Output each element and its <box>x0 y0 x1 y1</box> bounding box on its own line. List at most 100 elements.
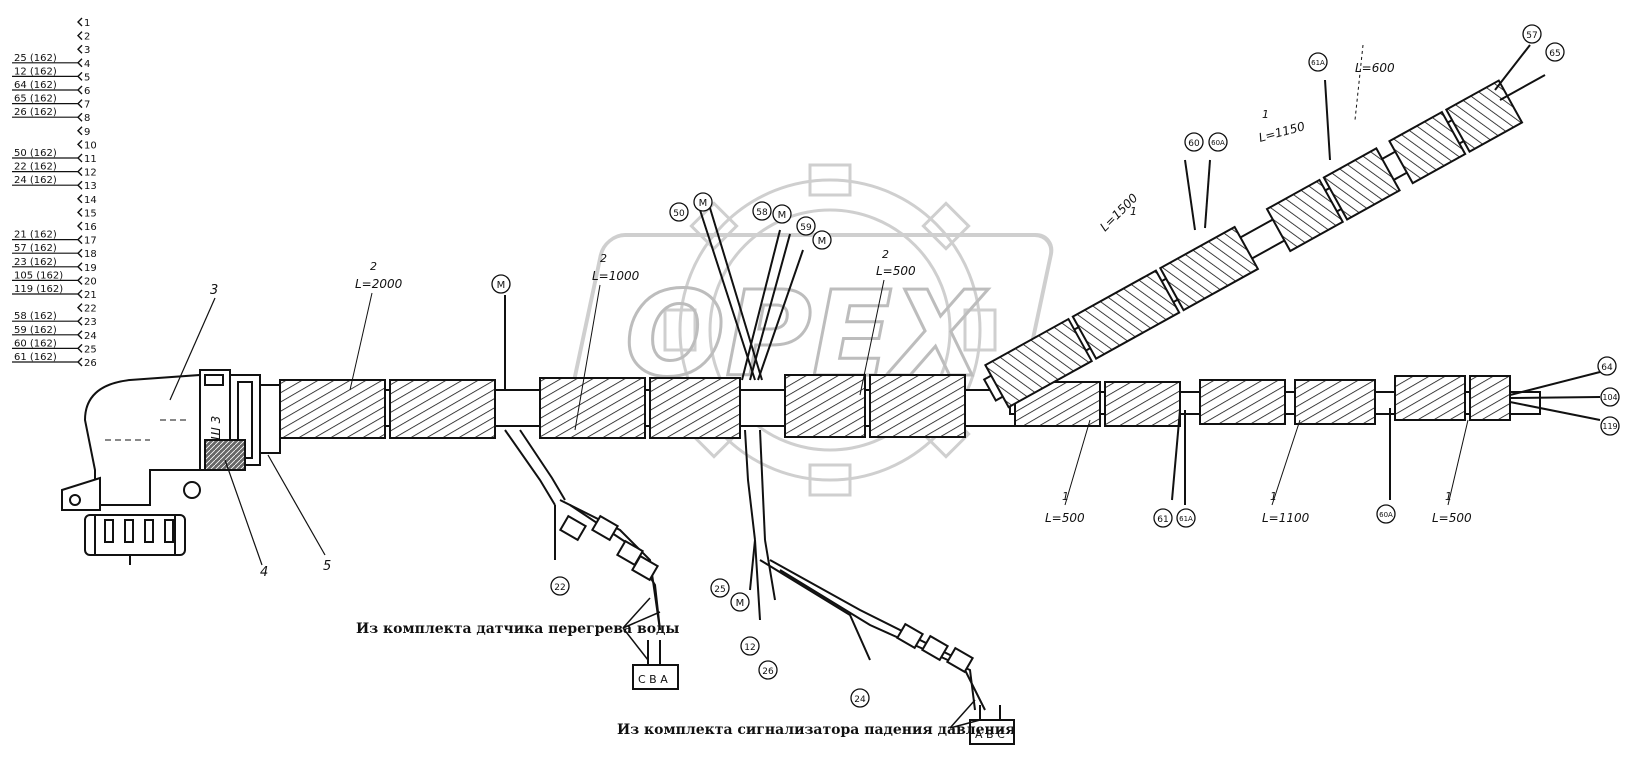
svg-text:119: 119 <box>1602 422 1617 431</box>
pin-row: 15 <box>77 207 97 219</box>
pin-row: 765 (162) <box>12 94 90 111</box>
caption-water-text: Из комплекта датчика перегрева воды <box>356 621 679 637</box>
pin-number: 21 <box>84 290 97 301</box>
pin-number: 23 <box>84 317 97 328</box>
wire-tag: 60А <box>1208 132 1228 152</box>
svg-text:М: М <box>736 598 745 609</box>
insulation-sleeve <box>869 374 966 438</box>
svg-text:58: 58 <box>756 208 768 218</box>
caption-pressure-text: Из комплекта сигнализатора падения давле… <box>617 722 1016 738</box>
section-5-pos: 1 <box>1262 108 1269 121</box>
pressure-sensor-sleeves <box>895 622 975 674</box>
section-1-len: L=2000 <box>355 277 403 291</box>
pin-wire-label: 12 (162) <box>14 66 57 77</box>
svg-text:12: 12 <box>744 643 755 653</box>
svg-text:М: М <box>497 280 506 291</box>
insulation-sleeve <box>279 379 386 439</box>
pin-row: 2 <box>77 31 90 43</box>
section-2-len: L=1000 <box>592 269 640 283</box>
pin-number: 4 <box>84 59 90 70</box>
pin-row: 22 <box>77 303 97 315</box>
svg-text:64: 64 <box>1601 363 1613 373</box>
section-3-len: L=500 <box>876 264 916 278</box>
wire-tag: 22 <box>550 576 570 596</box>
section-2-pos: 2 <box>600 252 607 265</box>
insulation-sleeve <box>1265 178 1345 253</box>
pin-number: 5 <box>84 72 90 83</box>
pin-row: 425 (162) <box>12 53 90 70</box>
branch-lower-right <box>1009 371 1601 505</box>
wire-tag: 60А <box>1376 504 1396 524</box>
wire-tag: 57 <box>1522 24 1542 44</box>
wire-tag: 61А <box>1176 508 1196 528</box>
svg-text:61А: 61А <box>1179 515 1193 523</box>
pin-wire-label: 58 (162) <box>14 311 57 322</box>
wire-tag: 61А <box>1308 52 1328 72</box>
insulation-sleeve <box>1322 147 1401 221</box>
wire-tags: М 50 М 58 М 59 М 60 60А 61А 57 65 64 104… <box>491 24 1620 708</box>
svg-text:61А: 61А <box>1311 59 1325 67</box>
pin-number: 16 <box>84 222 97 233</box>
svg-text:М: М <box>699 198 708 209</box>
callout-5: 5 <box>323 559 331 574</box>
wire-tag: 50 <box>669 202 689 222</box>
wire-tag: М <box>730 592 750 612</box>
water-plug-pins: С В А <box>638 673 668 686</box>
pin-wire-label: 50 (162) <box>14 148 57 159</box>
insulation-sleeve <box>1294 379 1376 425</box>
pin-row: 5 12 (162) <box>12 66 90 83</box>
pin-number: 14 <box>84 195 97 206</box>
svg-text:59: 59 <box>800 223 812 233</box>
svg-text:104: 104 <box>1602 393 1617 402</box>
watermark: OPEX <box>570 163 1054 497</box>
pin-row: 19 23 (162) <box>12 257 97 274</box>
pin-row: 10 <box>77 139 97 151</box>
wire-tag: 65 <box>1545 42 1565 62</box>
pin-wire-label: 57 (162) <box>14 243 57 254</box>
pin-wire-label: 23 (162) <box>14 257 57 268</box>
pin-row: 23 58 (162) <box>12 311 97 328</box>
pin-wire-label: 60 (162) <box>14 338 57 349</box>
pin-wire-label: 105 (162) <box>14 270 63 281</box>
wire-tag: М <box>693 192 713 212</box>
pin-number: 26 <box>84 358 97 369</box>
pin-wire-label: 26 (162) <box>14 107 57 118</box>
callout-4: 4 <box>260 565 268 580</box>
pin-wire-label: 21 (162) <box>14 230 57 241</box>
pin-wire-label: 24 (162) <box>14 175 57 186</box>
pin-row: 1 <box>77 17 90 29</box>
section-4-pos: 1 <box>1130 205 1137 218</box>
pin-row: 14 <box>77 194 97 206</box>
insulation-sleeve <box>649 377 741 439</box>
pin-row: 9 <box>77 126 90 138</box>
wire-tag: 59 <box>796 216 816 236</box>
pin-number: 24 <box>84 331 97 342</box>
svg-text:М: М <box>818 236 827 247</box>
svg-text:26: 26 <box>762 667 774 677</box>
pin-number: 22 <box>84 304 97 315</box>
wire-tag: М <box>491 274 511 294</box>
wire-tag: М <box>772 204 792 224</box>
wire-tag: 60 <box>1184 132 1204 152</box>
pin-number: 1 <box>84 18 90 29</box>
svg-text:25: 25 <box>714 585 725 595</box>
callout-3: 3 <box>210 283 218 298</box>
wire-tag: 119 <box>1600 416 1620 436</box>
section-3-pos: 2 <box>882 248 889 261</box>
wire-tag: 12 <box>740 636 760 656</box>
pin-number: 19 <box>84 263 97 274</box>
wire-tag: М <box>812 230 832 250</box>
branch-upper-diagonal <box>982 79 1524 409</box>
section-8-len: L=1100 <box>1262 511 1310 525</box>
insulation-sleeve <box>1071 269 1181 360</box>
pin-number: 11 <box>84 154 97 165</box>
section-7-len: L=500 <box>1045 511 1085 525</box>
svg-text:24: 24 <box>854 695 866 705</box>
wire-tag: 25 <box>710 578 730 598</box>
